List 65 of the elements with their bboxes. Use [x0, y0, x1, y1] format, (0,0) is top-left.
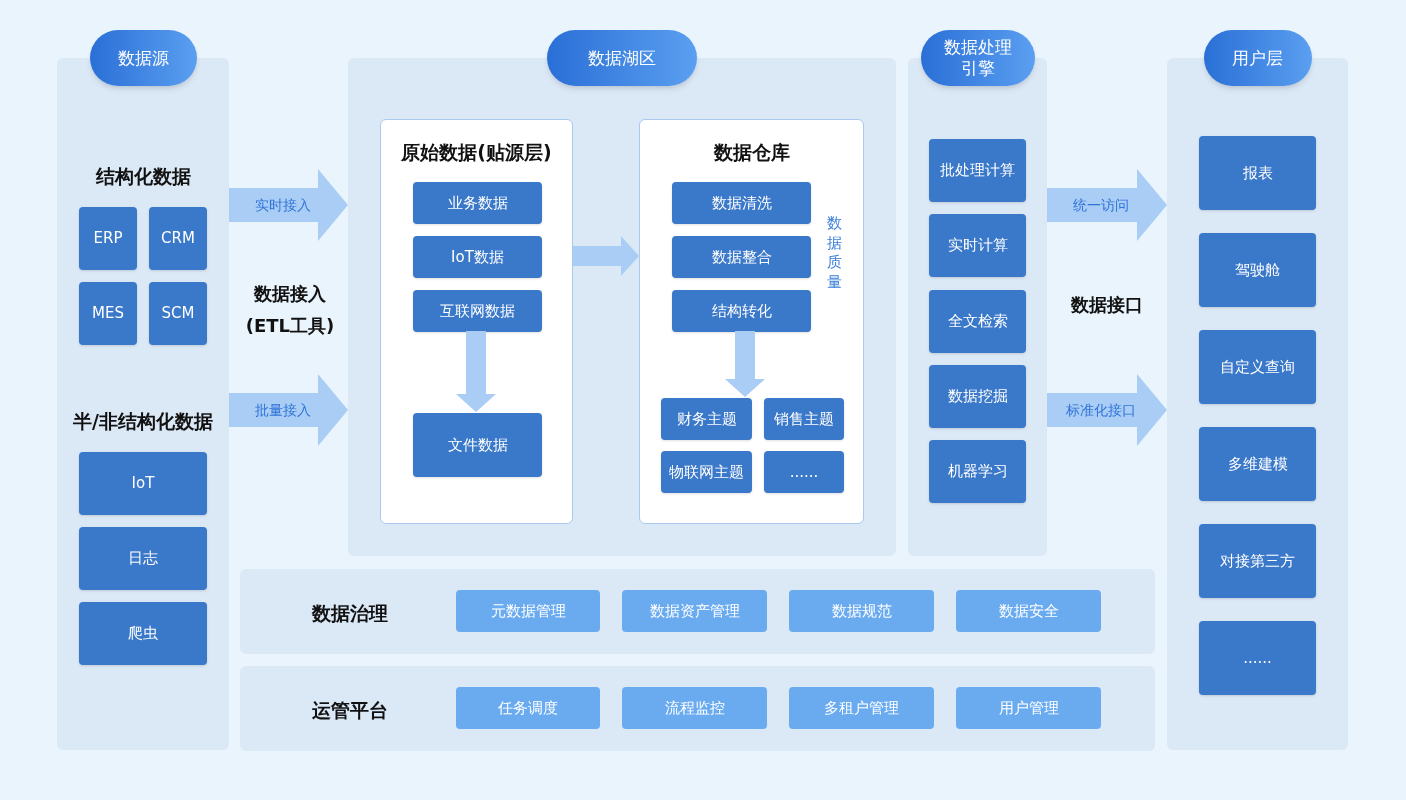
module-box: 报表	[1199, 136, 1316, 210]
layer-card	[639, 119, 864, 524]
module-box: ERP	[79, 207, 137, 270]
edge-label: 批量接入	[254, 400, 311, 420]
module-box: 爬虫	[79, 602, 207, 665]
module-box: CRM	[149, 207, 207, 270]
module-box: 对接第三方	[1199, 524, 1316, 598]
section-label: 数据接口	[1070, 293, 1144, 317]
function-box: 数据资产管理	[622, 590, 767, 632]
card-title: 数据仓库	[712, 140, 791, 165]
module-box: 机器学习	[929, 440, 1026, 503]
band-title: 数据治理	[311, 601, 389, 626]
section-label: 数据质量	[827, 214, 843, 292]
section-label: 数据接入(ETL工具)	[244, 282, 336, 338]
module-box: 驾驶舱	[1199, 233, 1316, 307]
module-box: 全文检索	[929, 290, 1026, 353]
module-box: 实时计算	[929, 214, 1026, 277]
module-box: IoT	[79, 452, 207, 515]
module-box: 文件数据	[413, 413, 542, 477]
flow-arrow	[573, 236, 639, 276]
edge-label: 标准化接口	[1066, 400, 1136, 420]
section-title-pill: 用户层	[1203, 30, 1312, 86]
module-box: 数据整合	[672, 236, 811, 278]
module-box: 业务数据	[413, 182, 542, 224]
section-label: 结构化数据	[94, 164, 192, 189]
module-box: 物联网主题	[661, 451, 752, 493]
module-box: 自定义查询	[1199, 330, 1316, 404]
edge-label: 统一访问	[1073, 195, 1129, 215]
flow-arrow	[456, 331, 496, 412]
module-box: 互联网数据	[413, 290, 542, 332]
module-box: 多维建模	[1199, 427, 1316, 501]
band-title: 运管平台	[311, 698, 389, 723]
flow-arrow	[229, 169, 348, 241]
flow-arrow	[725, 331, 765, 397]
function-box: 元数据管理	[456, 590, 600, 632]
function-box: 用户管理	[956, 687, 1101, 729]
section-title-pill: 数据处理引擎	[920, 30, 1035, 86]
module-box: ......	[1199, 621, 1316, 695]
module-box: 数据挖掘	[929, 365, 1026, 428]
module-box: ......	[764, 451, 844, 493]
module-box: 日志	[79, 527, 207, 590]
flow-arrow	[1047, 169, 1167, 241]
module-box: 批处理计算	[929, 139, 1026, 202]
module-box: SCM	[149, 282, 207, 345]
function-box: 数据安全	[956, 590, 1101, 632]
section-title-pill: 数据源	[89, 30, 197, 86]
module-box: MES	[79, 282, 137, 345]
module-box: 数据清洗	[672, 182, 811, 224]
card-title: 原始数据(贴源层)	[400, 140, 553, 165]
module-box: 销售主题	[764, 398, 844, 440]
layer-card	[380, 119, 573, 524]
platform-band	[240, 569, 1155, 654]
module-box: IoT数据	[413, 236, 542, 278]
module-box: 财务主题	[661, 398, 752, 440]
section-label: 半/非结构化数据	[72, 409, 214, 434]
function-box: 数据规范	[789, 590, 934, 632]
function-box: 多租户管理	[789, 687, 934, 729]
flow-arrow	[229, 374, 348, 446]
platform-band	[240, 666, 1155, 751]
section-title-pill: 数据湖区	[547, 30, 697, 86]
function-box: 任务调度	[456, 687, 600, 729]
edge-label: 实时接入	[254, 195, 311, 215]
flow-arrow	[1047, 374, 1167, 446]
module-box: 结构转化	[672, 290, 811, 332]
function-box: 流程监控	[622, 687, 767, 729]
